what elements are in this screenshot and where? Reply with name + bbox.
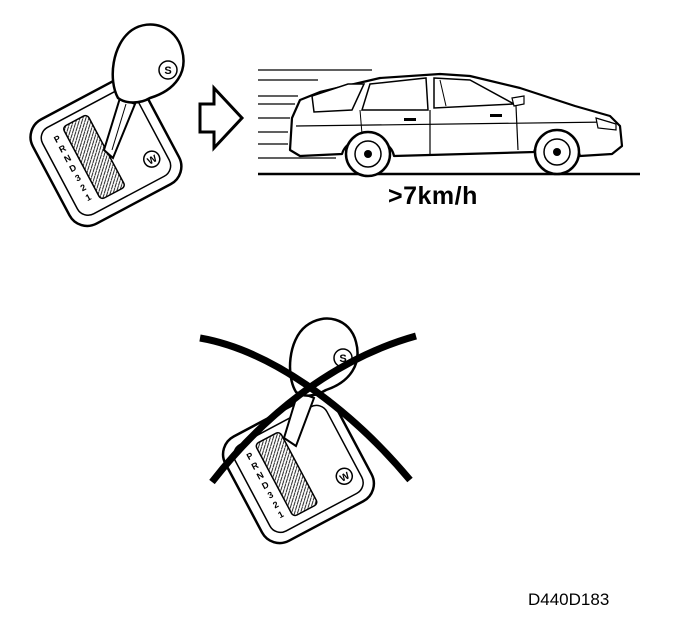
- gate-slot: [255, 431, 318, 517]
- knob-emblem-letter: S: [339, 353, 346, 365]
- figure-code: D440D183: [528, 590, 610, 609]
- gear-letter: 1: [84, 192, 93, 203]
- gear-letter: R: [250, 460, 261, 472]
- car-rear-door-window: [360, 77, 429, 111]
- knob-emblem: [158, 60, 178, 80]
- car-rear-window: [311, 83, 366, 113]
- cross-mark-icon: [199, 332, 417, 485]
- moving-car: [258, 69, 640, 178]
- gear-letter: N: [255, 470, 265, 482]
- gear-letter: N: [62, 153, 72, 165]
- gear-letter: 3: [73, 172, 82, 183]
- gear-letter: D: [68, 162, 79, 174]
- motion-lines: [258, 69, 372, 159]
- mode-badge: [335, 467, 354, 485]
- gear-letter: P: [52, 133, 62, 145]
- gear-letter: 3: [266, 489, 275, 500]
- right-arrow-icon: [198, 84, 245, 152]
- gear-letter: D: [260, 479, 271, 491]
- car-rear-wheel: [344, 130, 392, 178]
- car-front-wheel: [533, 128, 581, 176]
- knob-emblem-letter: S: [164, 65, 171, 77]
- speed-threshold-label: >7km/h: [388, 182, 478, 210]
- mode-badge: [143, 150, 161, 168]
- gear-letter: P: [245, 450, 255, 462]
- gear-letter: R: [57, 143, 68, 155]
- gear-letter: 2: [79, 182, 88, 193]
- lever-knob: [111, 23, 185, 104]
- gear-letter: 1: [276, 509, 285, 520]
- gear-letter: 2: [271, 499, 280, 510]
